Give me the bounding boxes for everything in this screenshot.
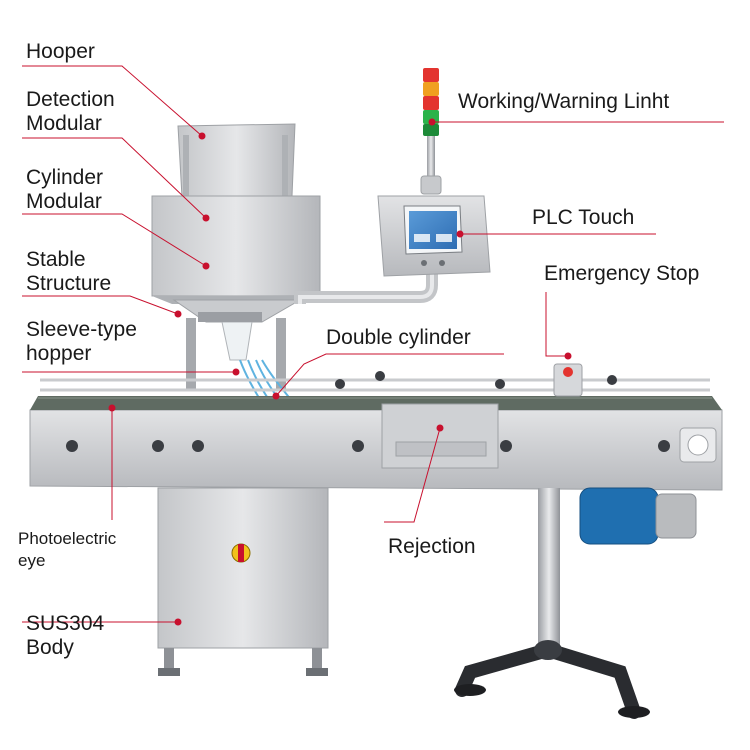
label-rejection: Rejection: [388, 535, 476, 558]
label-emergency-stop: Emergency Stop: [544, 262, 700, 285]
label-cylinder-modular: Cylinder Modular: [26, 166, 104, 213]
label-hooper: Hooper: [26, 40, 95, 63]
emergency-stop: [553, 363, 583, 397]
label-photoelectric-eye: Photoelectric eye: [18, 529, 117, 570]
hopper: [177, 123, 296, 198]
leader-emergency: [545, 292, 568, 357]
plc-panel: [377, 195, 491, 277]
sleeve-hopper: [172, 299, 302, 390]
leader-hooper: [22, 65, 203, 137]
tower-light: [420, 68, 442, 195]
leader-stable: [22, 295, 179, 315]
label-detection-modular: Detection Modular: [26, 88, 115, 135]
base-cabinet: [157, 487, 329, 676]
leader-double-cylinder: [275, 353, 504, 397]
label-sleeve-hopper: Sleeve-type hopper: [26, 318, 137, 365]
support-pipe: [294, 270, 438, 304]
detection-module: [151, 195, 321, 304]
label-plc-touch: PLC Touch: [532, 206, 635, 229]
leader-cylinder: [22, 213, 207, 267]
adjustment-knobs: [66, 371, 670, 452]
label-sus304-body: SUS304 Body: [26, 612, 105, 659]
leader-dots: [108, 118, 572, 626]
leader-rejection: [384, 427, 441, 523]
label-working-warning-light: Working/Warning Linht: [458, 90, 670, 113]
leader-detection: [22, 137, 207, 219]
leader-lines: [22, 65, 724, 623]
conveyor: [29, 378, 723, 491]
label-stable-structure: Stable Structure: [26, 248, 112, 295]
label-double-cylinder: Double cylinder: [326, 326, 471, 349]
rejection-unit: [381, 403, 499, 469]
motor-stand: [454, 487, 697, 719]
